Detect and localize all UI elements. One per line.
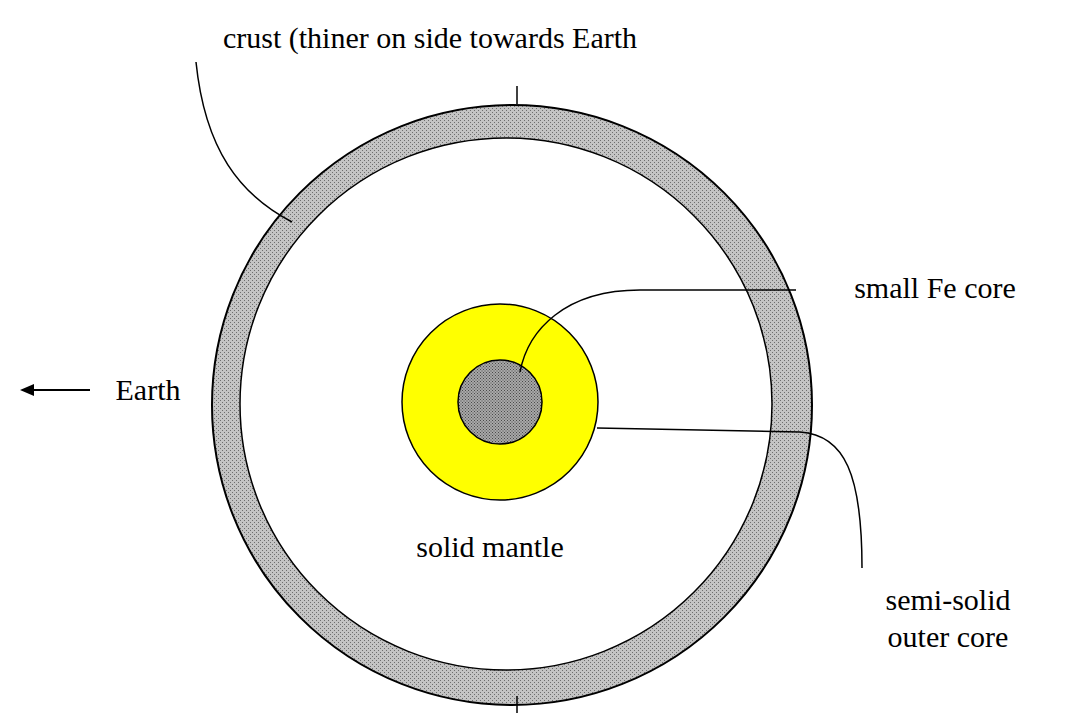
part-label: small Fe core xyxy=(854,269,1016,307)
outer-core-disc xyxy=(402,304,598,500)
inner-core-disc xyxy=(458,360,542,444)
direction-label: Earth xyxy=(116,371,181,409)
arrow-head xyxy=(20,384,34,396)
crust-label: crust (thiner on side towards Earth xyxy=(223,19,637,57)
mantle-disc xyxy=(240,138,772,670)
crust-ring xyxy=(212,105,812,705)
tick-mark xyxy=(516,86,518,104)
leader-line xyxy=(196,62,292,222)
part-label: semi-solid outer core xyxy=(853,581,1043,656)
leader-line xyxy=(520,290,796,372)
tick-mark xyxy=(516,696,518,713)
leader-line xyxy=(597,428,862,568)
part-label: solid mantle xyxy=(416,528,563,566)
